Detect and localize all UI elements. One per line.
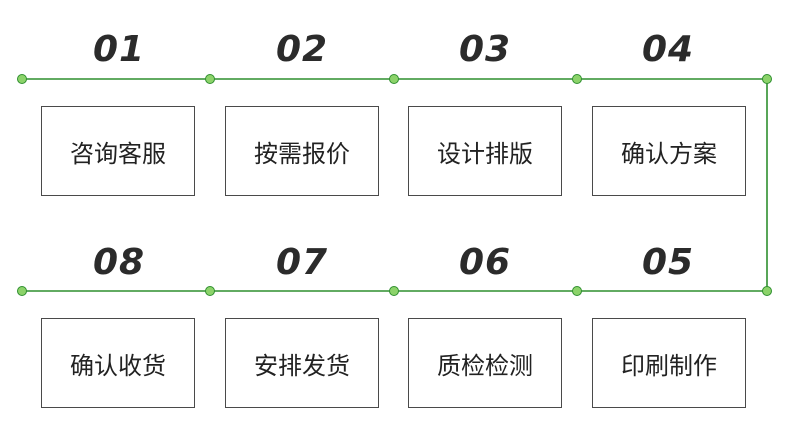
step-box-6: 质检检测 (408, 318, 562, 408)
step-number-6: 06 (458, 242, 512, 283)
step-number-4: 04 (641, 29, 695, 70)
connector-dot-10 (762, 286, 772, 296)
step-box-2: 按需报价 (225, 106, 379, 196)
step-label-5: 印刷制作 (621, 351, 717, 380)
connector-dot-1 (17, 74, 27, 84)
step-label-4: 确认方案 (621, 139, 717, 168)
step-number-8: 08 (92, 242, 146, 283)
connector-dot-8 (389, 286, 399, 296)
step-box-5: 印刷制作 (592, 318, 746, 408)
connector-dot-5 (762, 74, 772, 84)
step-label-7: 安排发货 (254, 351, 350, 380)
step-box-7: 安排发货 (225, 318, 379, 408)
step-number-2: 02 (275, 29, 329, 70)
step-label-8: 确认收货 (70, 351, 166, 380)
connector-dot-4 (572, 74, 582, 84)
connector-dot-6 (17, 286, 27, 296)
step-number-3: 03 (458, 29, 512, 70)
connector-dot-3 (389, 74, 399, 84)
connector-dot-2 (205, 74, 215, 84)
connector-dot-7 (205, 286, 215, 296)
step-label-2: 按需报价 (254, 139, 350, 168)
step-number-7: 07 (275, 242, 329, 283)
step-number-5: 05 (641, 242, 695, 283)
step-label-6: 质检检测 (437, 351, 533, 380)
step-box-1: 咨询客服 (41, 106, 195, 196)
step-box-3: 设计排版 (408, 106, 562, 196)
connector-dot-9 (572, 286, 582, 296)
step-label-3: 设计排版 (437, 139, 533, 168)
step-number-1: 01 (92, 29, 146, 70)
step-label-1: 咨询客服 (70, 139, 166, 168)
step-box-4: 确认方案 (592, 106, 746, 196)
step-box-8: 确认收货 (41, 318, 195, 408)
